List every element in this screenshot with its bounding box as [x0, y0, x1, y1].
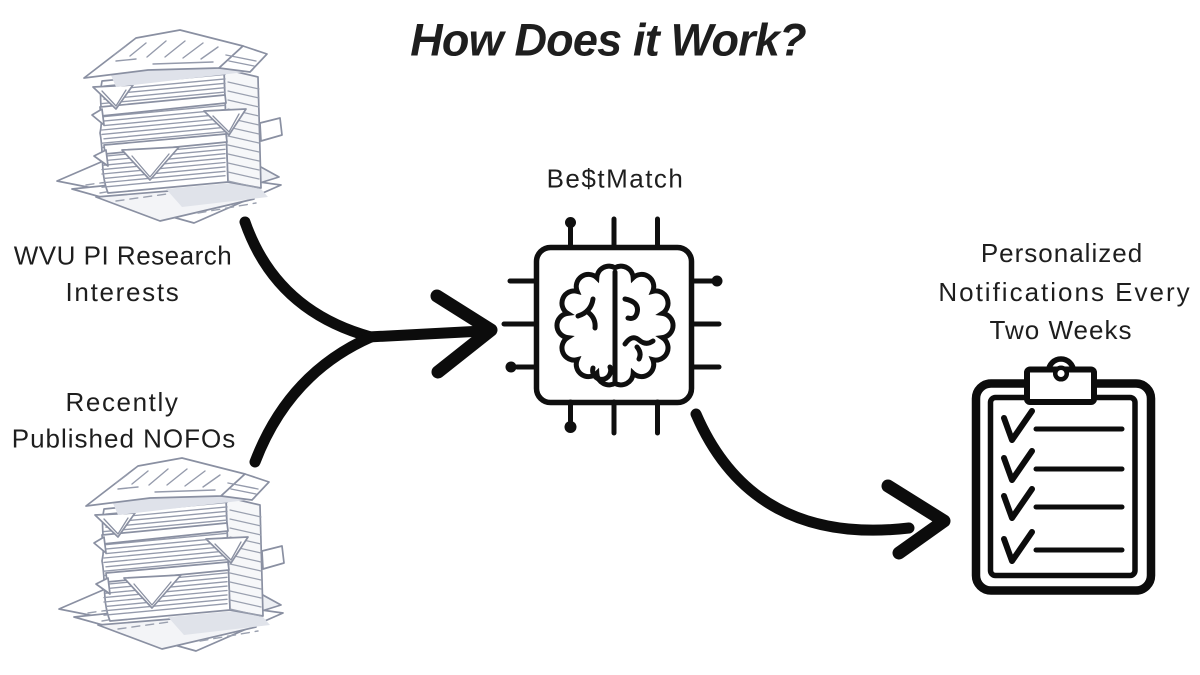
svg-text:WVU PI Research: WVU PI Research	[14, 241, 232, 271]
svg-text:Two Weeks: Two Weeks	[990, 315, 1133, 345]
svg-text:Recently: Recently	[66, 387, 180, 417]
svg-text:Personalized: Personalized	[981, 238, 1143, 268]
svg-text:Published NOFOs: Published NOFOs	[12, 424, 237, 454]
svg-text:Notifications Every: Notifications Every	[938, 277, 1191, 307]
svg-text:How Does it Work?: How Does it Work?	[410, 15, 806, 66]
svg-text:Be$tMatch: Be$tMatch	[547, 164, 685, 194]
svg-text:Interests: Interests	[65, 277, 180, 307]
